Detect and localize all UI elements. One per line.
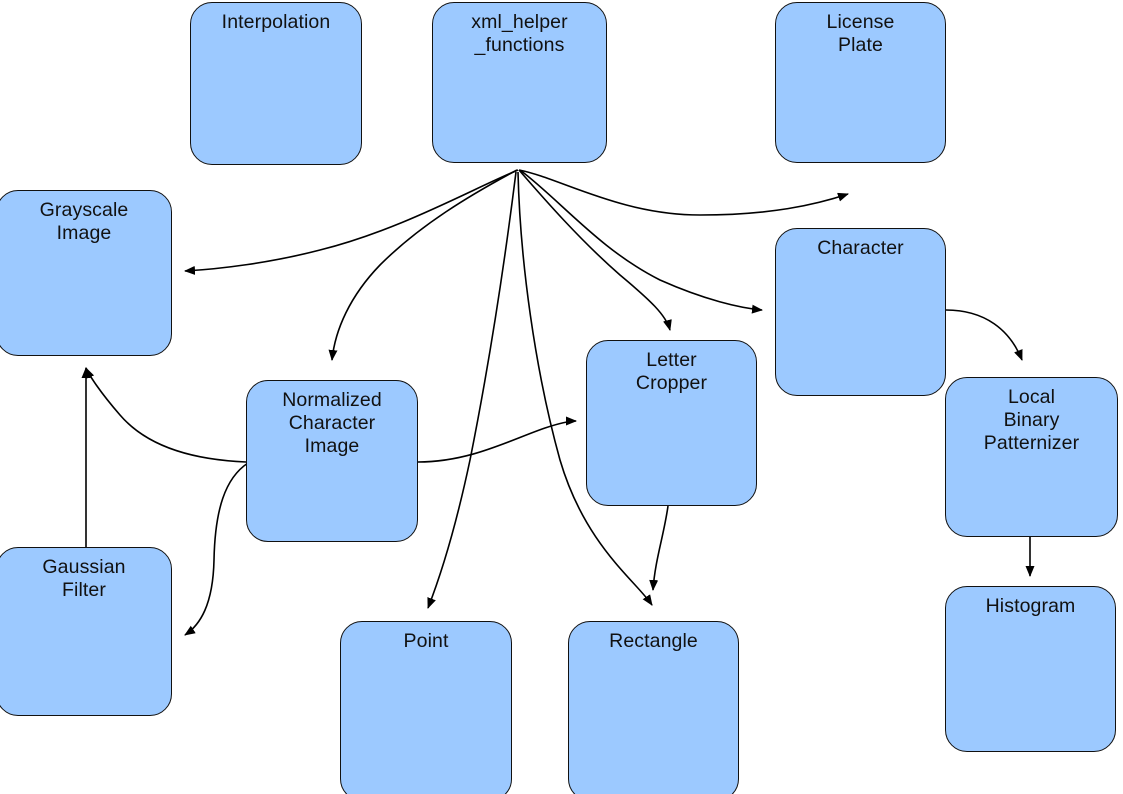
node-label-rectangle: Rectangle: [609, 630, 698, 652]
node-point[interactable]: Point: [340, 621, 512, 794]
edge-xml-to-grayscale-image: [184, 169, 519, 275]
node-label-gaussian-filter: Gaussian Filter: [42, 556, 126, 602]
edge-xml-to-point: [427, 171, 517, 609]
node-label-letter-cropper: Letter Cropper: [635, 349, 708, 395]
node-character[interactable]: Character: [775, 228, 946, 396]
node-normalized-character-image[interactable]: Normalized Character Image: [246, 380, 418, 542]
node-grayscale-image[interactable]: Grayscale Image: [0, 190, 172, 356]
node-label-histogram: Histogram: [985, 595, 1076, 617]
edge-normalized-character-image-to-letter-cropper: [417, 416, 577, 463]
node-label-grayscale-image: Grayscale Image: [39, 199, 129, 245]
edge-letter-cropper-to-rectangle: [649, 505, 669, 591]
edge-normalized-character-image-to-grayscale-image: [85, 367, 247, 463]
node-label-point: Point: [403, 630, 449, 652]
node-gaussian-filter[interactable]: Gaussian Filter: [0, 547, 172, 716]
edge-character-to-local-binary-patternizer: [945, 309, 1023, 361]
node-label-local-binary-patternizer: Local Binary Patternizer: [983, 386, 1080, 455]
node-label-license-plate: License Plate: [826, 11, 895, 57]
node-histogram[interactable]: Histogram: [945, 586, 1116, 752]
node-label-normalized-character-image: Normalized Character Image: [282, 389, 382, 458]
node-license-plate[interactable]: License Plate: [775, 2, 946, 163]
edge-normalized-character-image-to-gaussian-filter: [184, 462, 249, 636]
edge-xml-to-license-plate: [518, 169, 849, 216]
node-label-interpolation: Interpolation: [221, 11, 331, 33]
node-local-binary-patternizer[interactable]: Local Binary Patternizer: [945, 377, 1118, 537]
edge-xml-to-letter-cropper: [518, 169, 672, 331]
node-xml-helper-functions[interactable]: xml_helper _functions: [432, 2, 607, 163]
node-interpolation[interactable]: Interpolation: [190, 2, 362, 165]
node-label-xml-helper-functions: xml_helper _functions: [471, 11, 568, 57]
node-rectangle[interactable]: Rectangle: [568, 621, 739, 794]
node-letter-cropper[interactable]: Letter Cropper: [586, 340, 757, 506]
node-label-character: Character: [817, 237, 904, 259]
edge-xml-to-character: [519, 169, 763, 314]
edge-xml-to-normalized-character-image: [328, 169, 518, 361]
